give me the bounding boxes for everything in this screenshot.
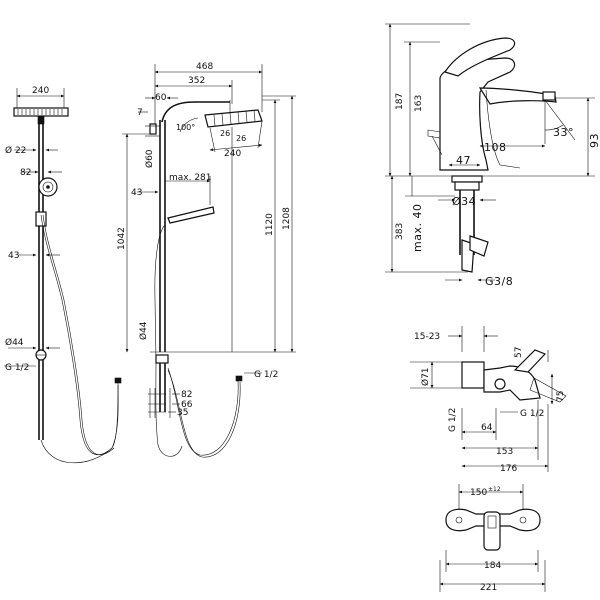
dim-bracket-offset: 43 (8, 251, 19, 261)
dim-diameter-34: Ø34 (452, 195, 476, 208)
dim-max-40: max. 40 (411, 204, 424, 252)
dim-connection-right-g12: G 1/2 (520, 409, 544, 419)
dim-connection-right: G 1/2 (254, 370, 278, 380)
dim-spout-108: 108 (484, 141, 507, 154)
dim-spacing-150: 150 (470, 488, 487, 498)
wall-mixer-front-drawing: 150 ±12 184 221 (439, 484, 546, 593)
dim-arm-offset-7: 7 (137, 108, 143, 118)
dim-184: 184 (484, 561, 501, 571)
dim-range-15-23: 15-23 (414, 332, 440, 342)
dim-57: 57 (514, 347, 524, 358)
dim-head-width: 240 (32, 86, 49, 96)
dim-75: 75 (556, 391, 566, 402)
dim-arm-offset-60: 60 (155, 93, 167, 103)
dim-153: 153 (496, 447, 513, 457)
dim-angle-33: 33° (553, 126, 574, 139)
dim-bottom-35: 35 (177, 408, 188, 418)
shower-side-view: 468 352 60 7 100° 26 26 (117, 62, 296, 458)
basin-mixer-drawing: 187 163 108 47 33° 93 (385, 23, 600, 288)
dim-bottom-82: 82 (181, 390, 192, 400)
dim-height-1208: 1208 (282, 207, 292, 230)
dim-base-47: 47 (456, 154, 471, 167)
dim-connection-left: G 1/2 (5, 363, 29, 373)
dim-head-26-left: 26 (220, 129, 230, 138)
dim-221: 221 (480, 583, 497, 593)
dim-overall-width: 468 (196, 62, 213, 72)
dim-height-1120: 1120 (265, 213, 275, 236)
dim-height-1042: 1042 (117, 227, 127, 250)
dim-tolerance: ±12 (488, 486, 501, 493)
dim-head-26-right: 26 (236, 134, 246, 143)
dim-handshower-offset: 82 (20, 168, 31, 178)
dim-bracket-43: 43 (131, 188, 142, 198)
dim-height-163: 163 (414, 95, 424, 112)
dim-max-281: max. 281 (169, 173, 212, 183)
dim-height-93: 93 (588, 133, 600, 148)
shower-front-view: 240 Ø 22 82 43 (4, 86, 122, 464)
dim-head-bottom-width: 240 (224, 149, 241, 159)
overhead-shower-side (204, 109, 263, 128)
hand-shower-side (167, 206, 215, 224)
dim-head-angle: 100° (176, 123, 195, 132)
dim-64: 64 (481, 423, 493, 433)
wall-mixer-body (483, 365, 541, 401)
dim-below-383: 383 (395, 223, 405, 240)
dim-thread-g38: G3/8 (485, 275, 513, 288)
dim-height-187: 187 (395, 93, 405, 110)
dim-bottom-66: 66 (181, 400, 193, 410)
dim-outlet-diameter: Ø44 (5, 337, 24, 348)
dim-connection-left-g12: G 1/2 (448, 408, 458, 432)
dim-diameter-71: Ø71 (420, 367, 431, 386)
dim-diameter-44-vertical: Ø44 (138, 321, 149, 340)
dim-pipe-diameter: Ø 22 (5, 145, 26, 156)
dim-arm-diameter: Ø60 (144, 149, 155, 168)
dim-176: 176 (500, 464, 517, 474)
dim-arm-length: 352 (188, 76, 205, 86)
wall-mixer-side-drawing: 15-23 Ø71 57 75 G 1/2 64 G 1/2 153 (410, 326, 567, 474)
